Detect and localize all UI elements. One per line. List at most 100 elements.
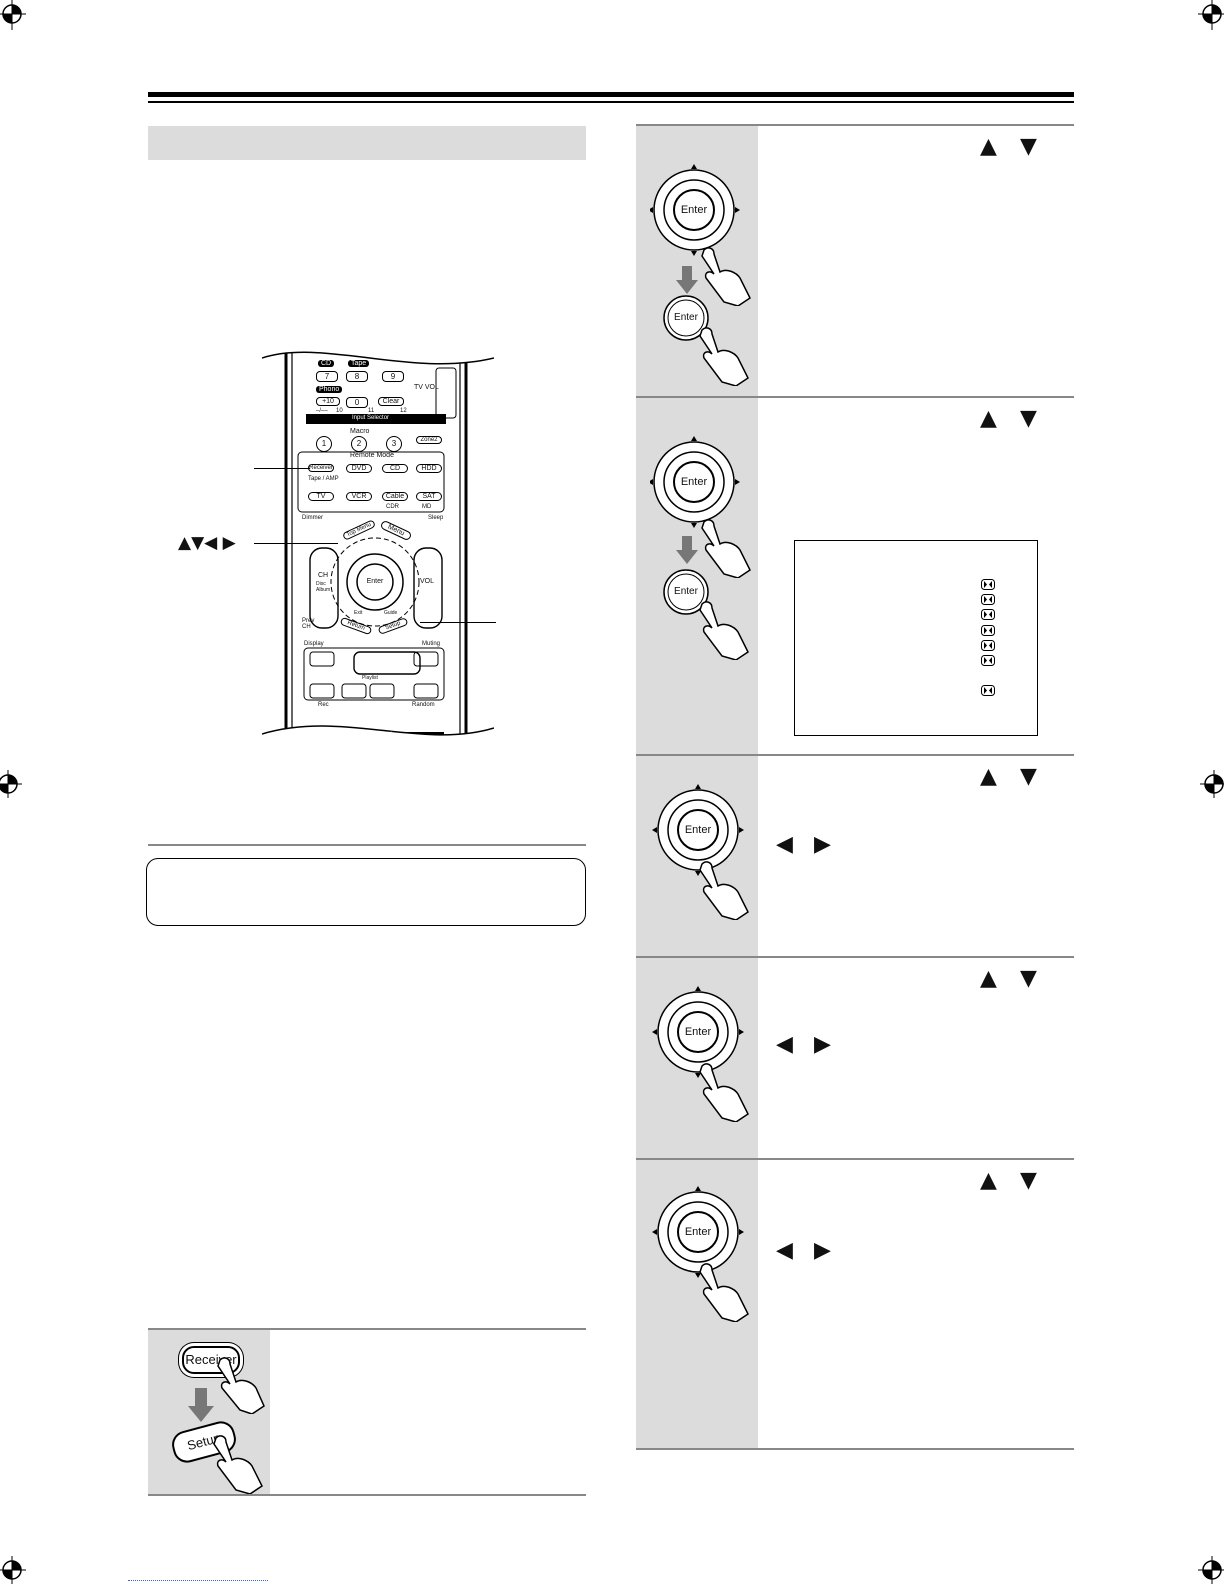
enter-dial-label: Enter bbox=[684, 1226, 712, 1238]
remote-macro-2[interactable]: 2 bbox=[351, 436, 367, 452]
section-separator bbox=[148, 844, 586, 846]
remote-display-label: Display bbox=[304, 641, 324, 647]
enter-dial-label: Enter bbox=[684, 1026, 712, 1038]
right-arrow-icon: ▶ bbox=[814, 832, 831, 857]
registration-mark-top-left bbox=[0, 0, 26, 30]
remote-tv-vol-label: TV VOL bbox=[414, 384, 439, 391]
section-heading-bar bbox=[148, 126, 586, 160]
remote-dvd-button[interactable]: DVD bbox=[346, 464, 372, 473]
up-arrow-icon: ▲ bbox=[980, 966, 997, 991]
remote-hdd-button[interactable]: HDD bbox=[416, 464, 442, 473]
up-arrow-icon: ▲ bbox=[980, 764, 997, 789]
header-rule-thick bbox=[148, 92, 1074, 97]
down-arrow-icon: ▼ bbox=[1020, 1168, 1037, 1193]
remote-vol-label: VOL bbox=[420, 578, 435, 585]
remote-muting-label: Muting bbox=[422, 641, 441, 647]
registration-mark-bottom-right bbox=[1198, 1556, 1224, 1584]
remote-button-tape: Tape bbox=[348, 360, 370, 367]
enter-dial-icon bbox=[650, 436, 740, 528]
speaker-icon-7 bbox=[981, 685, 995, 696]
up-arrow-icon: ▲ bbox=[980, 406, 997, 431]
remote-macro-1[interactable]: 1 bbox=[316, 436, 332, 452]
step-panel-b: Enter Enter ▲ ▼ bbox=[636, 398, 1074, 756]
remote-zone2-button[interactable]: Zone2 bbox=[416, 436, 442, 444]
speaker-icon-6 bbox=[981, 655, 995, 666]
speaker-icon-3 bbox=[981, 609, 995, 620]
remote-button-plus10[interactable]: +10 bbox=[316, 397, 340, 406]
up-arrow-icon: ▲ bbox=[980, 1168, 997, 1193]
remote-tape-amp-label: Tape / AMP bbox=[308, 476, 339, 482]
speaker-icon-2 bbox=[981, 594, 995, 605]
remote-tv-button[interactable]: TV bbox=[308, 492, 334, 501]
header-rule-thin bbox=[148, 101, 1074, 103]
remote-sublabel-11: 11 bbox=[368, 408, 375, 414]
enter-dial-label: Enter bbox=[680, 204, 708, 216]
enter-button-small-icon bbox=[663, 569, 709, 615]
remote-enter-button[interactable]: Enter bbox=[366, 578, 384, 585]
up-arrow-icon: ▲ bbox=[980, 134, 997, 159]
remote-button-9[interactable]: 9 bbox=[382, 371, 404, 382]
remote-ch-label: CH bbox=[318, 572, 329, 579]
remote-macro-3[interactable]: 3 bbox=[386, 436, 402, 452]
remote-button-clear[interactable]: Clear bbox=[378, 397, 404, 406]
enter-button-small-label[interactable]: Enter bbox=[674, 312, 698, 323]
remote-receiver-button[interactable]: Receiver bbox=[308, 464, 334, 472]
pressing-hand-icon bbox=[701, 519, 751, 578]
right-arrow-icon: ▶ bbox=[814, 1032, 831, 1057]
remote-button-phono: Phono bbox=[316, 386, 343, 393]
enter-button-small-icon bbox=[663, 295, 709, 341]
pressing-hand-icon-2 bbox=[699, 601, 749, 660]
remote-button-cd: CD bbox=[318, 360, 335, 367]
step-panel-receiver-setup: Receiver Setup bbox=[148, 1328, 586, 1496]
enter-button-small-label[interactable]: Enter bbox=[674, 586, 698, 597]
remote-md-label: MD bbox=[422, 504, 432, 510]
remote-cable-button[interactable]: Cable bbox=[382, 492, 408, 501]
note-box bbox=[146, 858, 586, 926]
remote-sublabel-12: 12 bbox=[400, 408, 407, 414]
left-arrow-icon: ◀ bbox=[776, 1238, 793, 1263]
step-panel-d: Enter ▲ ▼ ◀ ▶ bbox=[636, 958, 1074, 1160]
remote-prev-ch-label: Prev CH bbox=[302, 618, 315, 630]
left-arrow-icon: ◀ bbox=[776, 832, 793, 857]
step-panel-c: Enter ▲ ▼ ◀ ▶ bbox=[636, 756, 1074, 958]
remote-button-0[interactable]: 0 bbox=[346, 397, 368, 408]
remote-rec-label: Rec bbox=[318, 702, 329, 708]
press-arrow-icon bbox=[676, 536, 698, 564]
right-column-top-rule bbox=[636, 124, 1074, 126]
remote-random-label: Random bbox=[412, 702, 435, 708]
remote-button-8[interactable]: 8 bbox=[346, 371, 368, 382]
remote-macro-heading: Macro bbox=[350, 428, 370, 435]
callout-line-arrows bbox=[254, 543, 338, 544]
remote-sat-button[interactable]: SAT bbox=[416, 492, 442, 501]
remote-button-7[interactable]: 7 bbox=[316, 371, 338, 382]
pressing-hand-icon-2 bbox=[699, 327, 749, 386]
speaker-icon-5 bbox=[981, 640, 995, 651]
enter-dial-icon bbox=[650, 164, 740, 256]
enter-dial-icon bbox=[652, 1186, 744, 1278]
remote-sublabel-dash: –/–– bbox=[316, 408, 328, 414]
speaker-icon-4 bbox=[981, 625, 995, 636]
remote-dimmer-label: Dimmer bbox=[302, 515, 323, 521]
direction-keys-label: ▲▼◀ ▶ bbox=[178, 533, 236, 553]
pressing-hand-icon-2 bbox=[213, 1435, 263, 1494]
remote-album-label: Album bbox=[316, 587, 331, 593]
registration-mark-mid-right bbox=[1200, 770, 1224, 798]
enter-dial-icon bbox=[652, 986, 744, 1078]
registration-mark-top-right bbox=[1198, 0, 1224, 30]
down-arrow-icon: ▼ bbox=[1020, 764, 1037, 789]
remote-sublabel-10: 10 bbox=[336, 408, 343, 414]
remote-guide-label: Guide bbox=[384, 610, 398, 616]
pressing-hand-icon bbox=[699, 1263, 749, 1322]
enter-dial-label: Enter bbox=[680, 476, 708, 488]
remote-playlist-label: Playlist bbox=[362, 675, 378, 681]
registration-mark-mid-left bbox=[0, 770, 22, 798]
remote-cd-button[interactable]: CD bbox=[382, 464, 408, 473]
remote-exit-label: Exit bbox=[354, 610, 363, 616]
remote-vcr-button[interactable]: VCR bbox=[346, 492, 372, 501]
onscreen-menu-box bbox=[794, 540, 1038, 736]
pressing-hand-icon bbox=[699, 861, 749, 920]
press-arrow-icon bbox=[188, 1388, 214, 1422]
remote-disc-label: Disc bbox=[316, 581, 326, 587]
bottom-slug-line bbox=[128, 1580, 268, 1582]
step-panel-a: Enter Enter ▲ ▼ bbox=[636, 126, 1074, 398]
